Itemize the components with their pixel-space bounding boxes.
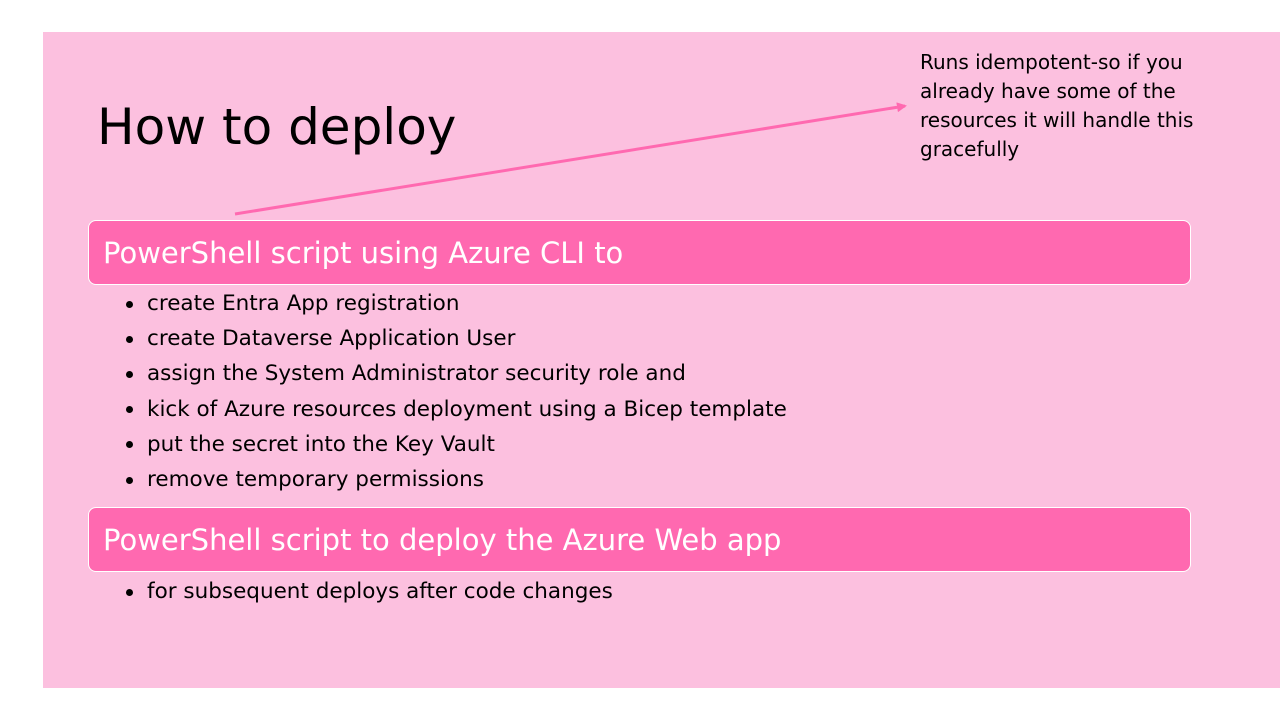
list-item: remove temporary permissions <box>120 462 787 497</box>
bullet-dot-icon <box>126 406 133 414</box>
list-item-text: for subsequent deploys after code change… <box>147 579 613 604</box>
list-item: put the secret into the Key Vault <box>120 427 787 462</box>
section-header-1: PowerShell script using Azure CLI to <box>88 220 1191 285</box>
section-header-2: PowerShell script to deploy the Azure We… <box>88 507 1191 572</box>
slide-title: How to deploy <box>97 98 457 156</box>
callout-text: Runs idempotent-so if you already have s… <box>920 50 1194 161</box>
bullet-dot-icon <box>126 588 133 596</box>
section-header-2-label: PowerShell script to deploy the Azure We… <box>103 522 782 557</box>
list-item-text: remove temporary permissions <box>147 466 484 492</box>
bullet-list-2: for subsequent deploys after code change… <box>120 574 613 609</box>
list-item-text: put the secret into the Key Vault <box>147 431 495 457</box>
list-item: create Entra App registration <box>120 286 787 321</box>
list-item-text: kick of Azure resources deployment using… <box>147 396 787 422</box>
list-item: for subsequent deploys after code change… <box>120 574 613 609</box>
list-item-text: assign the System Administrator security… <box>147 361 686 387</box>
list-item-text: create Entra App registration <box>147 291 460 316</box>
bullet-list-1: create Entra App registration create Dat… <box>120 286 787 497</box>
list-item-text: create Dataverse Application User <box>147 326 516 352</box>
list-item: kick of Azure resources deployment using… <box>120 392 787 427</box>
bullet-dot-icon <box>126 370 133 378</box>
section-header-1-label: PowerShell script using Azure CLI to <box>103 235 624 270</box>
bullet-dot-icon <box>126 335 133 343</box>
bullet-dot-icon <box>126 300 133 308</box>
bullet-dot-icon <box>126 476 133 484</box>
list-item: assign the System Administrator security… <box>120 356 787 391</box>
bullet-dot-icon <box>126 441 133 449</box>
list-item: create Dataverse Application User <box>120 321 787 356</box>
